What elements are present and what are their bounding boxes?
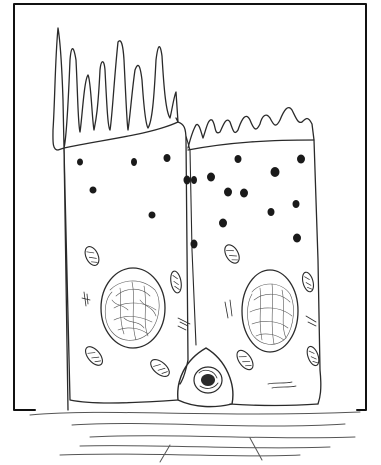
right-cell-apical-edge — [188, 140, 314, 150]
left-cell-microvilli — [53, 28, 178, 410]
right-cell-nucleus — [242, 270, 298, 352]
right-columnar-cell — [188, 108, 321, 406]
right-cell-mitochondria — [222, 242, 321, 388]
left-cell-wall — [178, 122, 188, 384]
basement-membrane — [30, 412, 360, 462]
left-cell-nucleus — [101, 268, 165, 348]
left-cell-mitochondria — [82, 244, 190, 379]
left-columnar-cell — [53, 28, 188, 410]
basal-cell — [178, 348, 233, 407]
